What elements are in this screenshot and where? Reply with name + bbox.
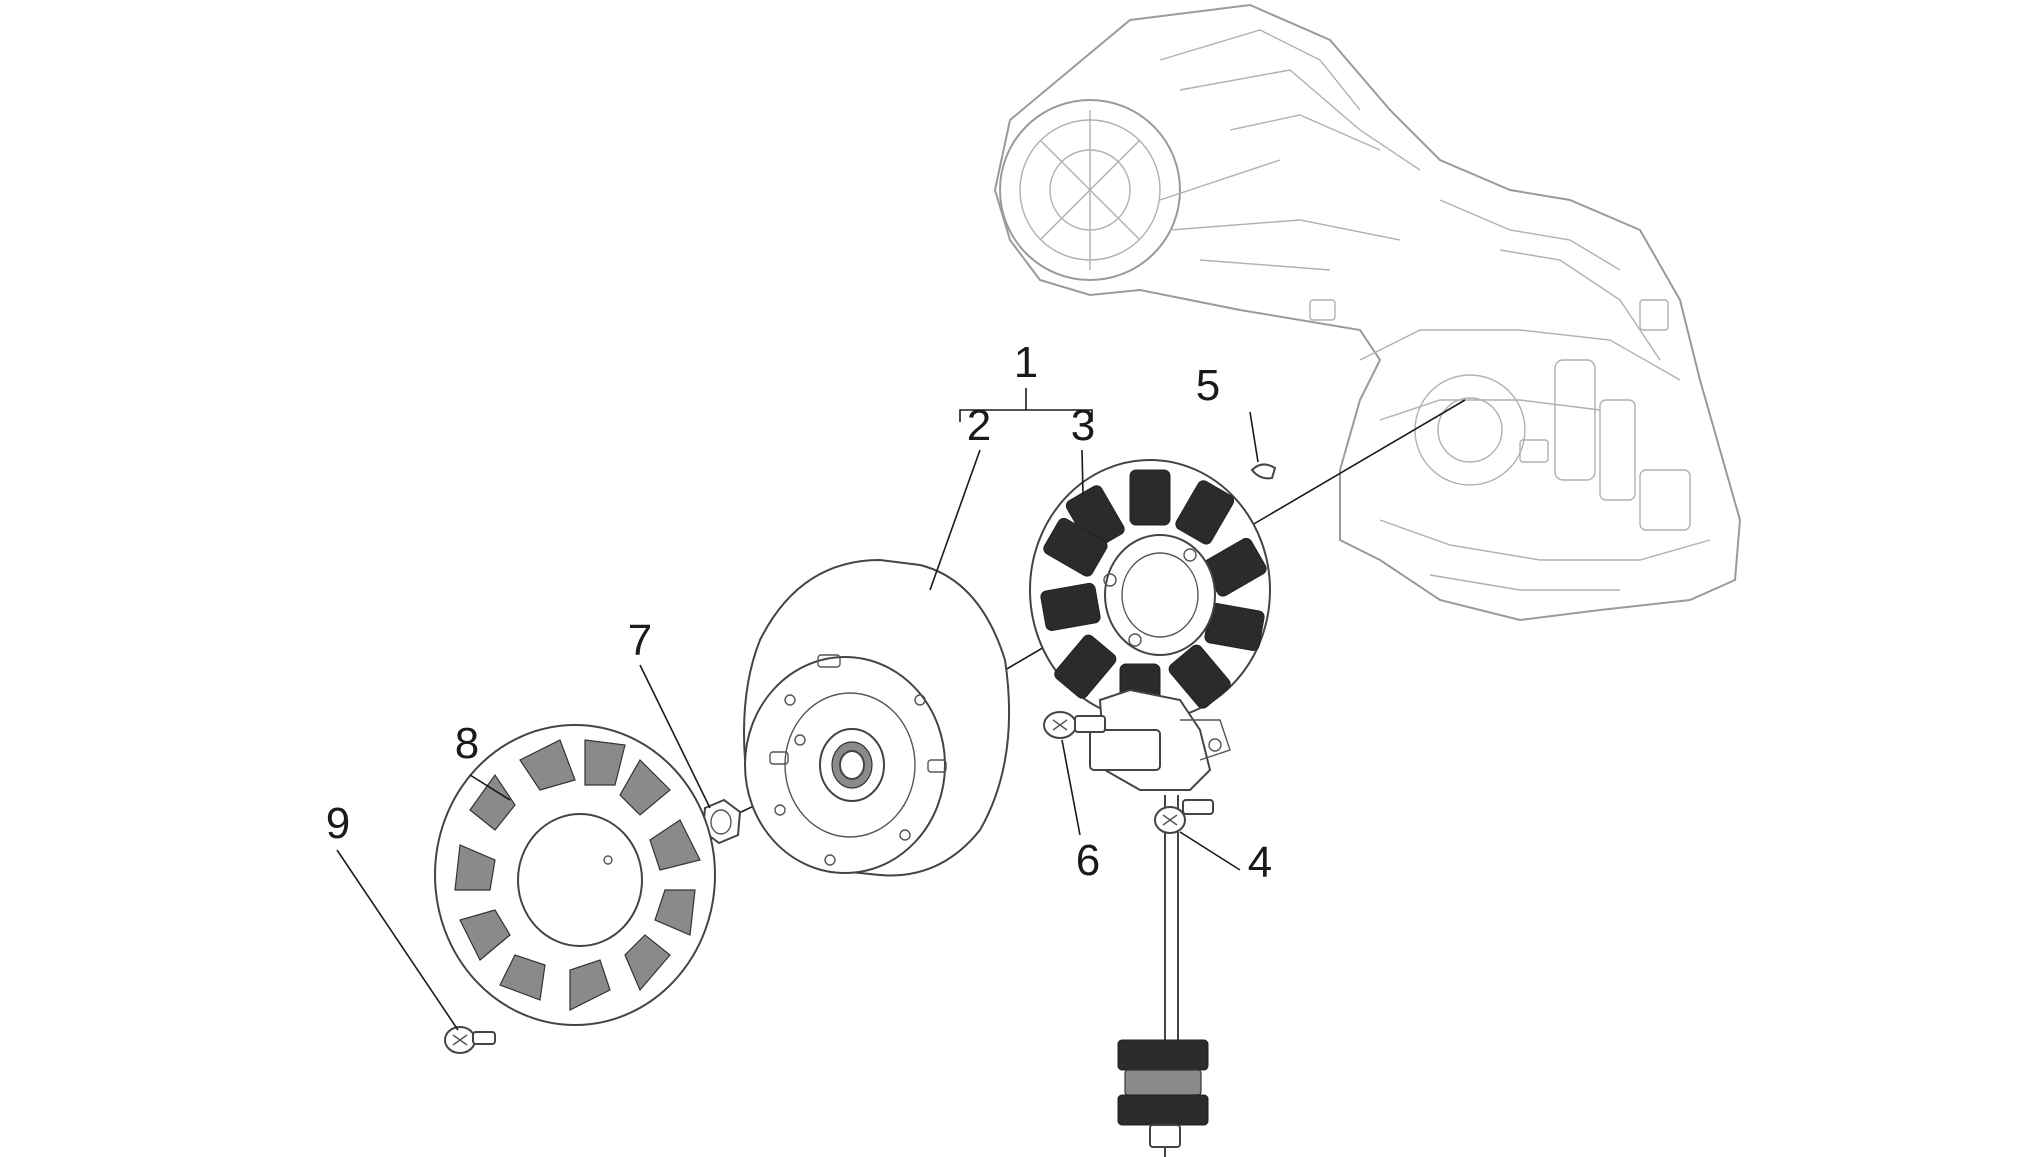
flywheel-rotor (743, 558, 1011, 877)
leader-7 (639, 664, 711, 809)
connector-plug (1117, 1039, 1209, 1157)
leader-5 (1249, 411, 1259, 463)
callout-9: 9 (326, 799, 350, 848)
leader-2 (929, 449, 981, 591)
leader-8 (469, 774, 511, 801)
leader-6 (1061, 739, 1081, 836)
stator-screw (1154, 799, 1214, 834)
leader-9 (336, 849, 459, 1031)
fan-blades (454, 739, 701, 1011)
cooling-fan (434, 724, 716, 1026)
leader-4 (1179, 831, 1241, 871)
callout-4: 4 (1248, 838, 1272, 887)
leader-lines (336, 388, 1259, 1031)
leader-3 (1081, 449, 1084, 496)
callout-7: 7 (628, 616, 652, 665)
stator-part (1029, 459, 1271, 721)
fan-screw (444, 1026, 496, 1054)
callout-2: 2 (967, 401, 991, 450)
callout-1: 1 (1014, 338, 1038, 387)
callout-6: 6 (1076, 836, 1100, 885)
wire-harness (1089, 688, 1231, 1157)
woodruff-key (1250, 463, 1277, 480)
callout-3: 3 (1071, 401, 1095, 450)
callout-labels: 1 2 3 4 5 6 7 8 9 (326, 338, 1272, 887)
crankcase-housing (993, 3, 1742, 622)
pickup-screw (1043, 711, 1106, 739)
callout-5: 5 (1196, 361, 1220, 410)
callout-8: 8 (455, 719, 479, 768)
